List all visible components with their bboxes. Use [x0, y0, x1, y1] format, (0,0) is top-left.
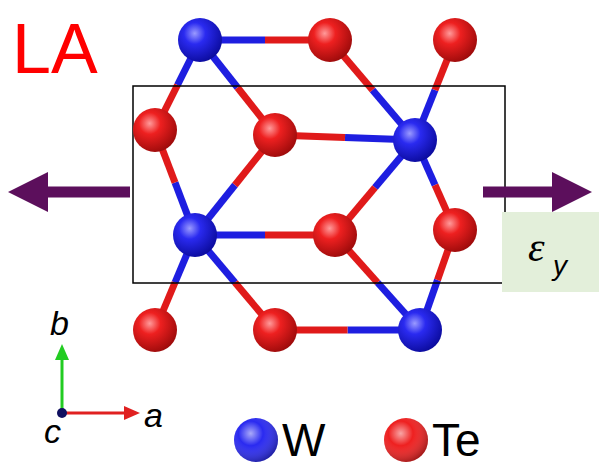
strain-symbol: ε [528, 226, 545, 268]
tellurium-atom [253, 113, 297, 157]
axis-label: a [144, 398, 163, 432]
tellurium-atom [433, 208, 477, 252]
tellurium-atom [253, 308, 297, 352]
legend-swatch [232, 416, 280, 464]
unit-cell [133, 86, 505, 283]
strain-label-ground [502, 212, 599, 292]
axis-label: b [50, 306, 69, 340]
bonds [155, 40, 455, 330]
axes [55, 344, 140, 420]
tungsten-atom [173, 213, 217, 257]
legend-text: W [282, 417, 325, 463]
tungsten-atom [178, 18, 222, 62]
mode-label: LA [12, 14, 98, 84]
strain-subscript: y [553, 252, 567, 280]
atoms [133, 18, 477, 352]
axis-label: c [44, 414, 61, 448]
strain-arrows [8, 172, 592, 212]
tellurium-atom [313, 213, 357, 257]
legend-item: W [232, 416, 325, 464]
legend-swatch [382, 416, 430, 464]
tungsten-atom [393, 118, 437, 162]
tungsten-atom [398, 308, 442, 352]
legend-item: Te [382, 416, 481, 464]
tellurium-atom [133, 108, 177, 152]
tellurium-atom [308, 18, 352, 62]
tellurium-atom [133, 308, 177, 352]
legend-text: Te [432, 417, 481, 463]
tellurium-atom [433, 18, 477, 62]
